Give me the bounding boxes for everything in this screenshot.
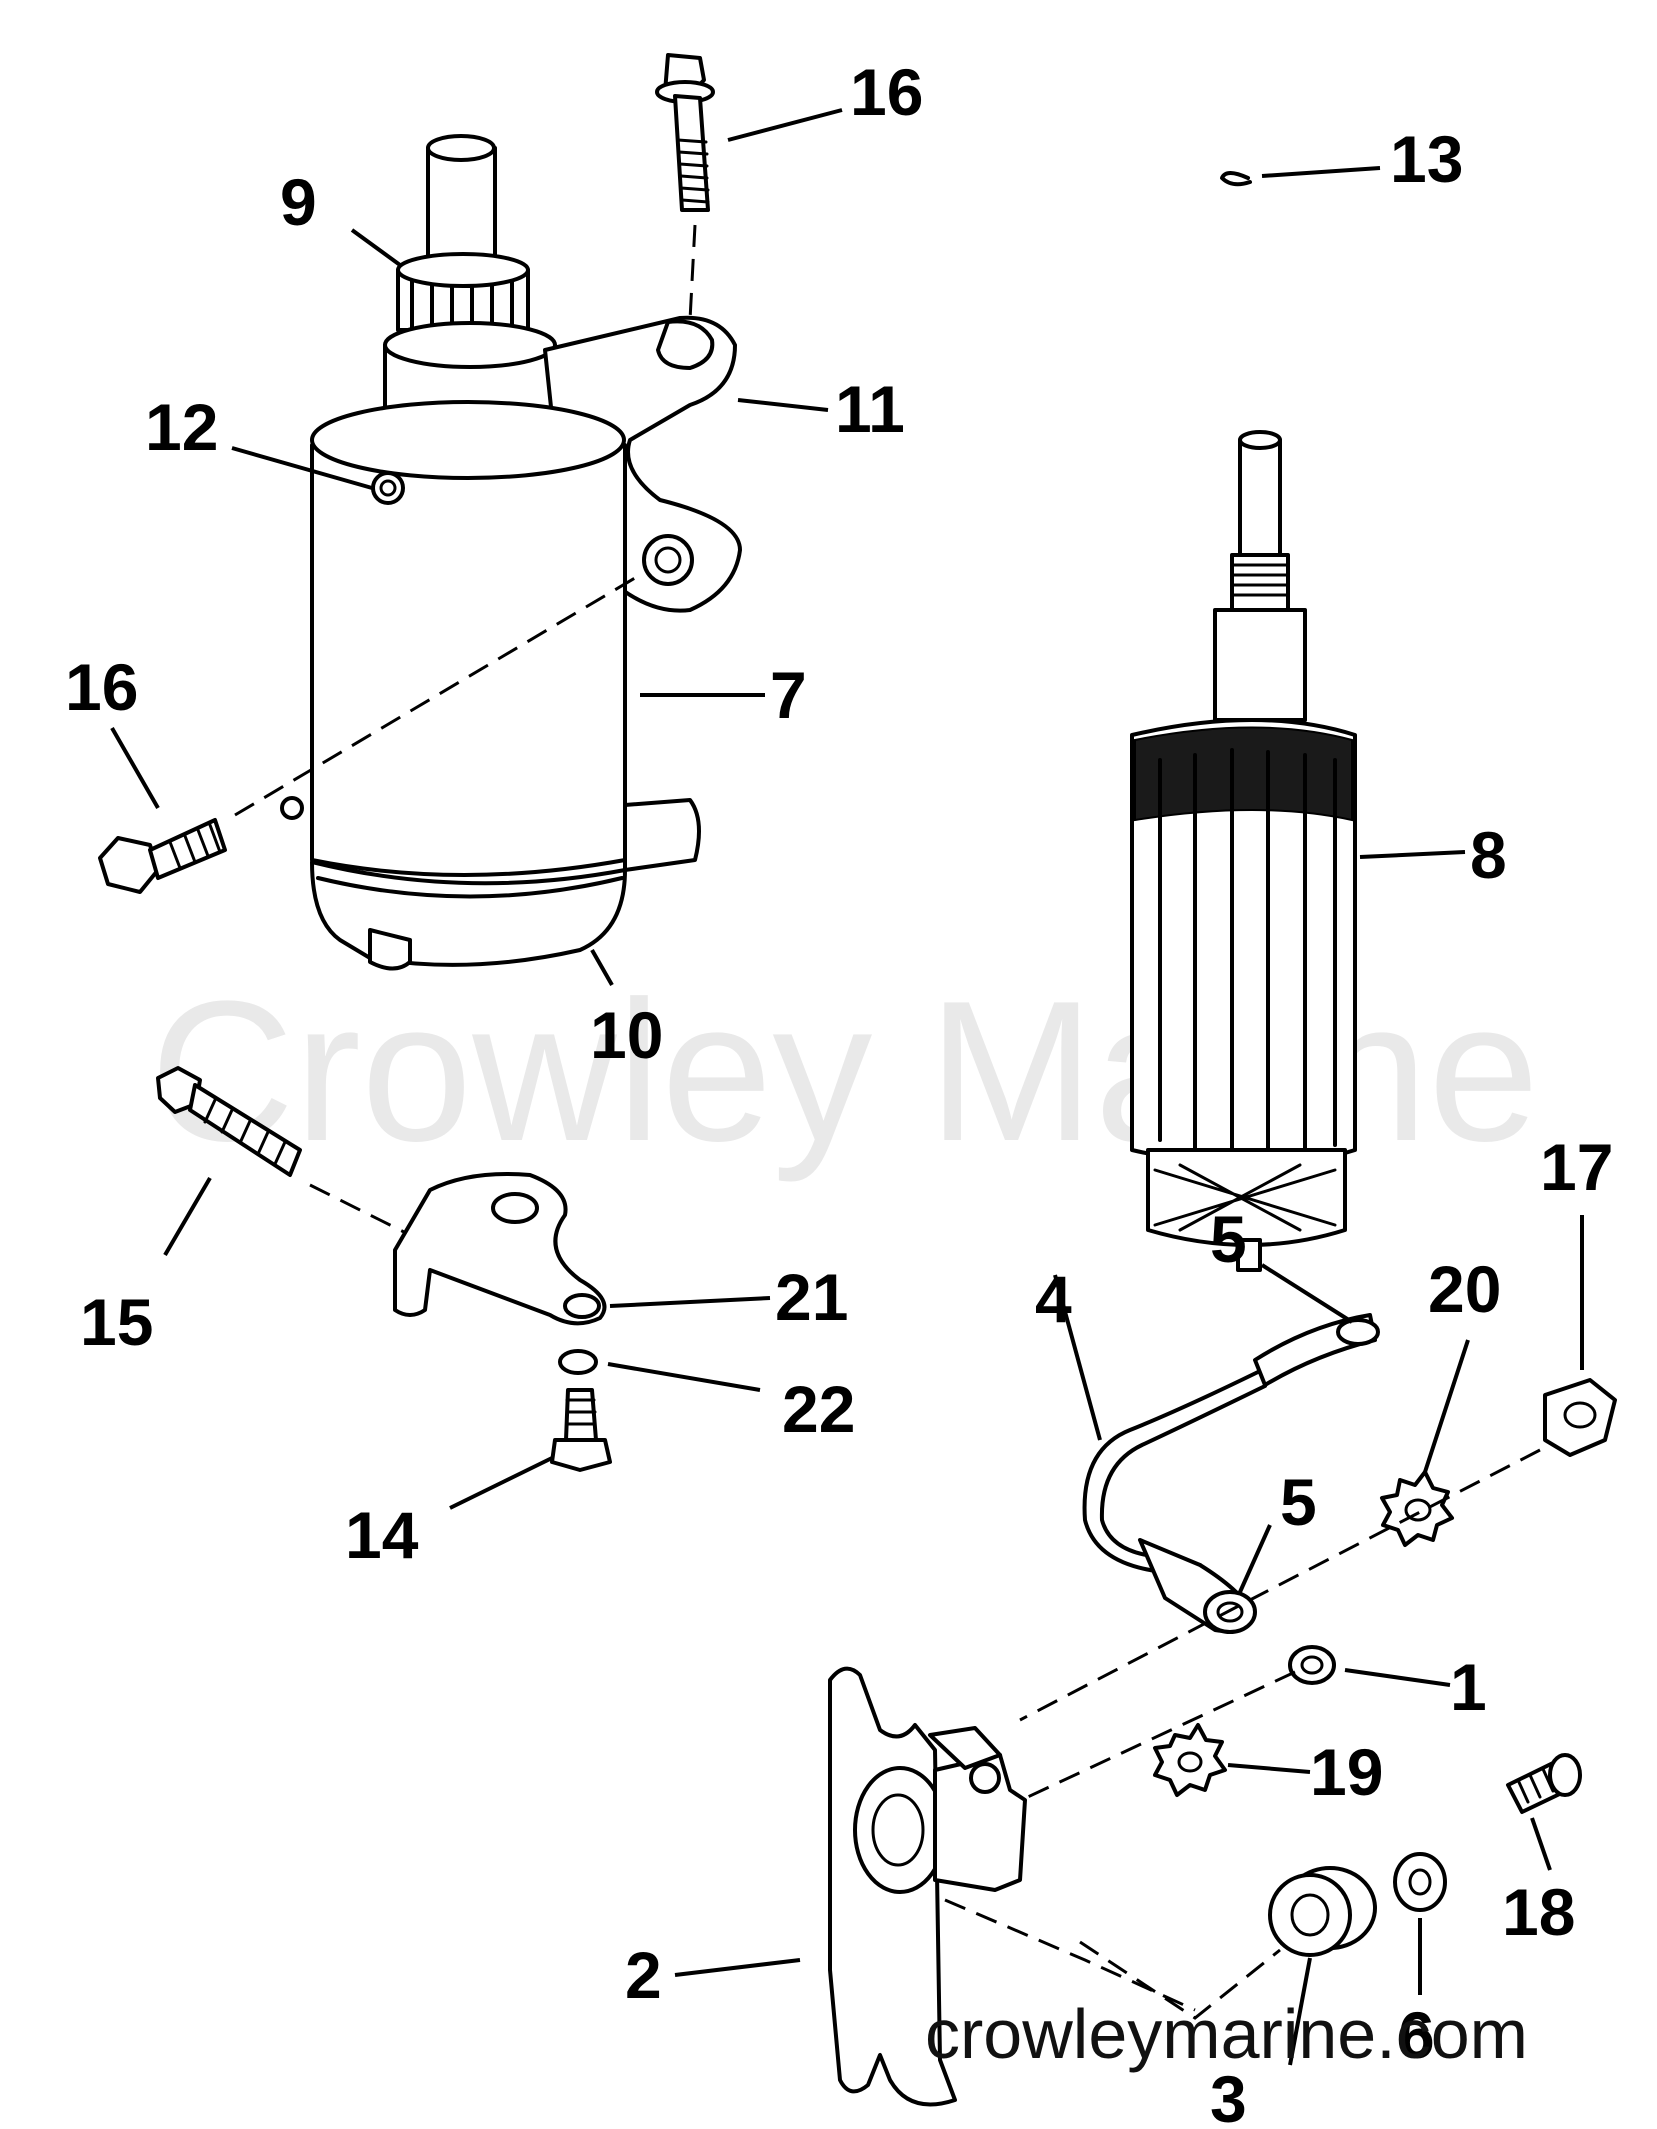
label-part-22: 22	[782, 1372, 855, 1446]
label-part-16-top: 16	[850, 55, 923, 129]
label-part-5-bottom: 5	[1280, 1465, 1317, 1539]
label-part-5-top: 5	[1210, 1202, 1247, 1276]
label-part-10: 10	[590, 998, 663, 1072]
screw-14-drawing	[550, 1388, 612, 1472]
boot-3-drawing	[1268, 1866, 1377, 1957]
label-part-6: 6	[1398, 1998, 1435, 2072]
label-part-4: 4	[1035, 1262, 1072, 1336]
bracket-21-drawing	[393, 1172, 607, 1326]
label-part-3: 3	[1210, 2062, 1247, 2129]
label-part-19: 19	[1310, 1735, 1383, 1809]
terminal-dashed-line	[944, 1898, 1196, 2012]
site-url-text: crowleymarine.com	[925, 1995, 1528, 2073]
label-part-18: 18	[1502, 1875, 1575, 1949]
cable-4-drawing	[1082, 1313, 1380, 1634]
label-part-8: 8	[1470, 818, 1507, 892]
boot-dashed-line	[1079, 1940, 1281, 2020]
label-part-12: 12	[145, 390, 218, 464]
nut-17-drawing	[1543, 1378, 1617, 1457]
label-part-20: 20	[1428, 1252, 1501, 1326]
stack-dashed-line-lower	[999, 1670, 1296, 1812]
star-washer-19-drawing	[1153, 1723, 1227, 1797]
washer-22-drawing	[558, 1349, 598, 1375]
screw-18-drawing	[1506, 1753, 1582, 1814]
bolt-16-top-dashed-line	[688, 224, 697, 321]
washer-6-drawing	[1393, 1852, 1447, 1912]
bolt-15-drawing	[156, 1066, 302, 1177]
label-part-1: 1	[1450, 1650, 1487, 1724]
washer-1-drawing	[1288, 1645, 1336, 1685]
label-part-21: 21	[775, 1260, 848, 1334]
label-part-7: 7	[770, 658, 807, 732]
leader-lines-actual	[110, 108, 1584, 2066]
starter-motor-drawing	[280, 134, 742, 971]
label-part-9: 9	[280, 165, 317, 239]
label-part-17: 17	[1540, 1130, 1613, 1204]
label-part-13: 13	[1390, 122, 1463, 196]
label-part-11: 11	[835, 372, 905, 446]
ring-13-drawing	[1220, 171, 1252, 187]
label-part-15: 15	[80, 1285, 153, 1359]
solenoid-drawing	[828, 1666, 1027, 2107]
label-part-2: 2	[625, 1938, 662, 2012]
armature-drawing	[1130, 430, 1357, 1272]
label-part-16-side: 16	[65, 650, 138, 724]
stack-dashed-line-upper	[1019, 1448, 1541, 1722]
star-washer-20-drawing	[1380, 1470, 1454, 1547]
bolt-16-side-drawing	[98, 818, 227, 894]
bolt-16-top-drawing	[655, 53, 715, 212]
bolt-15-dashed-line	[309, 1183, 421, 1242]
label-part-14: 14	[345, 1498, 419, 1572]
bolt-16-side-dashed-line	[234, 573, 641, 817]
